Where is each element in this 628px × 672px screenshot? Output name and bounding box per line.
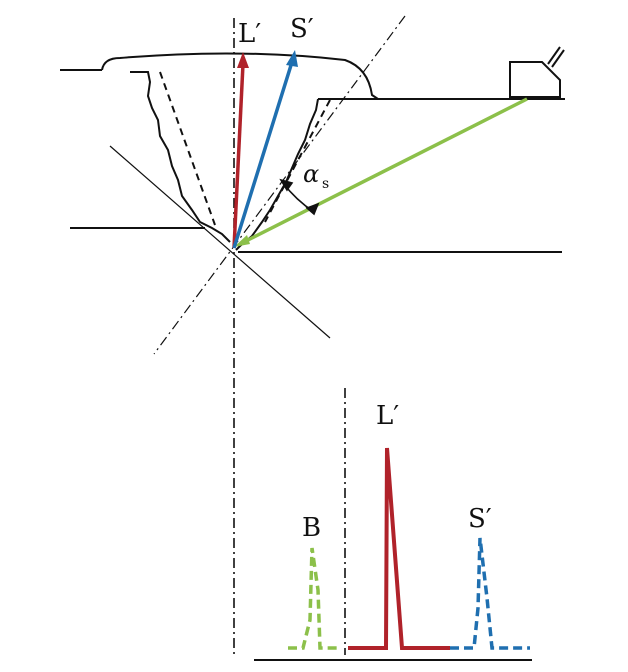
label-B-peak: B: [302, 513, 321, 543]
label-S-top: S′: [290, 14, 314, 44]
label-L-peak: L′: [376, 401, 399, 431]
S-peak-signal: [450, 537, 530, 650]
angle-arrow-icon: [279, 178, 320, 216]
probe-body: [509, 61, 561, 98]
wave-rays: [232, 50, 528, 249]
label-L-top: L′: [238, 19, 261, 49]
bevel-extension-line: [153, 15, 406, 355]
probe-cable-2: [551, 49, 565, 68]
incident-wave-arrowhead: [234, 235, 250, 247]
S-wave-ray: [232, 61, 294, 249]
label-S-peak: S′: [468, 504, 492, 534]
ultrasonic-probe-icon: [509, 46, 565, 98]
alpha-arrow-upper: [279, 178, 294, 192]
left-bevel-line: [159, 71, 216, 226]
label-alpha-subscript: s: [322, 176, 329, 192]
construction-lines: [109, 15, 406, 655]
incident-wave-ray: [239, 97, 528, 246]
B-peak-signal: [288, 547, 340, 650]
L-wave-ray: [232, 63, 245, 249]
weld-cross-section: [60, 52, 565, 253]
L-peak-signal: [348, 447, 450, 650]
L-wave-arrowhead: [237, 52, 249, 68]
probe-cable: [547, 46, 561, 65]
alpha-arrow-lower: [305, 202, 320, 216]
left-fusion-line: [130, 71, 231, 243]
S-wave-arrowhead: [286, 50, 298, 67]
label-alpha-symbol: α: [303, 160, 319, 188]
bevel-lines: [159, 71, 331, 226]
fusion-normal-line: [109, 145, 331, 339]
